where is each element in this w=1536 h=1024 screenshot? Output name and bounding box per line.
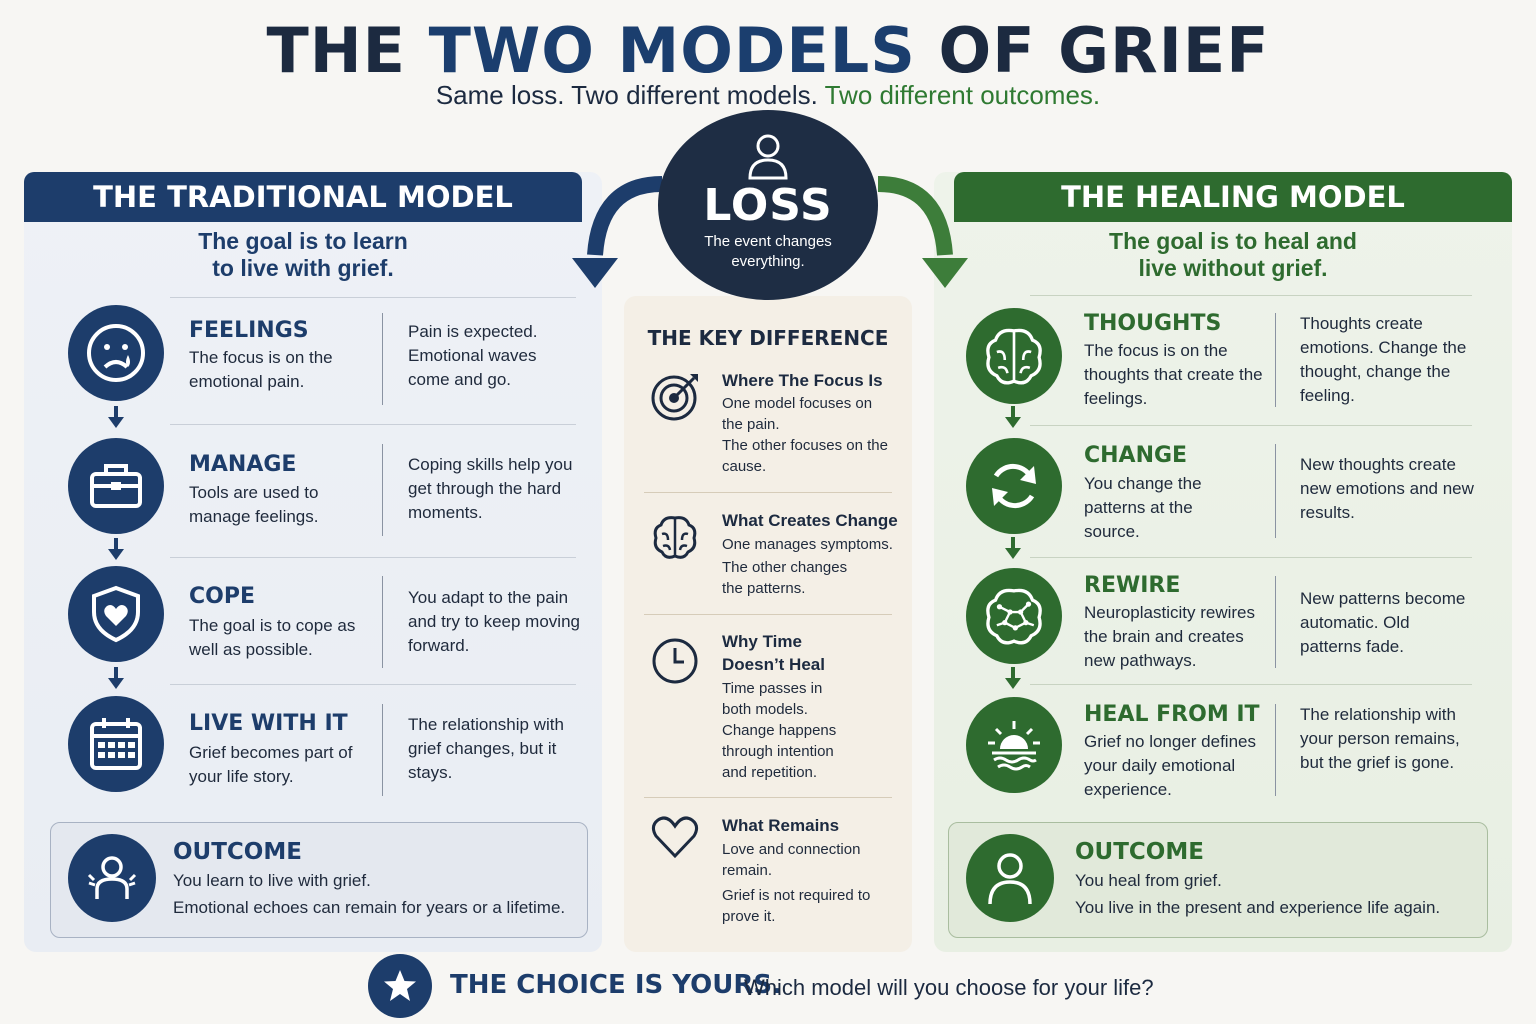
loss-title: LOSS [703, 180, 833, 231]
person-icon [966, 834, 1054, 922]
target-icon [651, 374, 698, 421]
key-difference-text: Time passes in both models. [722, 680, 823, 718]
heart-icon [651, 816, 699, 859]
outcome-line2: You live in the present and experience l… [1075, 898, 1441, 917]
step-side-text: The relationship with grief changes, but… [408, 715, 564, 782]
traditional-goal: The goal is to learn to live with grief. [198, 228, 408, 281]
step-text: You change the patterns at the source. [1084, 474, 1202, 541]
healing-goal: The goal is to heal and live without gri… [1109, 228, 1357, 281]
step-title: THOUGHTS [1084, 311, 1222, 336]
outcome-line1: You heal from grief. [1075, 871, 1222, 890]
down-arrow-icon [108, 406, 124, 428]
key-difference-text: One model focuses on the pain. [722, 395, 873, 433]
step-side-text: The relationship with your person remain… [1300, 705, 1460, 772]
step-title: LIVE WITH IT [189, 711, 348, 736]
sunrise-icon [966, 697, 1062, 793]
key-difference-title: THE KEY DIFFERENCE [647, 326, 889, 350]
step-side-text: New patterns become automatic. Old patte… [1300, 589, 1466, 656]
distressed-person-icon [68, 834, 156, 922]
step-side-text: You adapt to the pain and try to keep mo… [408, 588, 580, 655]
down-arrow-icon [1005, 667, 1021, 689]
outcome-line1: You learn to live with grief. [173, 871, 371, 890]
page-subtitle: Same loss. Two different models. Two dif… [435, 80, 1101, 110]
arrow-right-head [922, 258, 968, 288]
healing-header: THE HEALING MODEL [954, 172, 1512, 222]
traditional-header: THE TRADITIONAL MODEL [24, 172, 582, 222]
key-difference-heading: What Creates Change [722, 511, 898, 530]
down-arrow-icon [1005, 537, 1021, 559]
step-text: Tools are used to manage feelings. [189, 483, 319, 526]
step-text: Neuroplasticity rewires the brain and cr… [1084, 603, 1255, 670]
clock-icon [652, 638, 698, 684]
step-text: The goal is to cope as well as possible. [189, 616, 356, 659]
branch-arrows [572, 176, 968, 288]
key-difference-text: Change happens through intention and rep… [722, 722, 837, 781]
down-arrow-icon [1005, 406, 1021, 428]
down-arrow-icon [108, 538, 124, 560]
key-difference-text: One manages symptoms. [722, 536, 893, 553]
down-arrow-icon [108, 667, 124, 689]
key-difference-heading: What Remains [722, 816, 840, 835]
step-side-text: New thoughts create new emotions and new… [1300, 455, 1474, 522]
step-text: The focus is on the emotional pain. [189, 348, 333, 391]
step-side-text: Pain is expected. Emotional waves come a… [408, 322, 538, 389]
key-difference-heading: Where The Focus Is [722, 371, 883, 390]
neural-brain-icon [966, 568, 1062, 664]
loss-subtitle: The event changes everything. [704, 233, 832, 270]
brain-icon [966, 308, 1062, 404]
outcome-title: OUTCOME [1075, 839, 1204, 865]
loss-circle: LOSS The event changes everything. [658, 110, 878, 300]
step-title: REWIRE [1084, 573, 1181, 598]
shield-heart-icon [68, 566, 164, 662]
outcome-line2: Emotional echoes can remain for years or… [173, 898, 566, 917]
step-title: MANAGE [189, 452, 297, 477]
step-title: HEAL FROM IT [1084, 702, 1260, 727]
outcome-title: OUTCOME [173, 839, 302, 865]
brain-icon [653, 516, 697, 559]
key-difference-panel [624, 296, 912, 952]
footer-question: Which model will you choose for your lif… [744, 975, 1154, 1000]
sad-face-icon [68, 305, 164, 401]
key-difference-text: The other changes the patterns. [722, 559, 848, 597]
step-text: Grief becomes part of your life story. [189, 743, 353, 786]
step-title: CHANGE [1084, 443, 1188, 468]
step-text: The focus is on the thoughts that create… [1084, 341, 1263, 408]
key-difference-text: Grief is not required to prove it. [722, 887, 871, 925]
calendar-icon [68, 696, 164, 792]
step-text: Grief no longer defines your daily emoti… [1084, 732, 1256, 799]
page-title: THE TWO MODELS OF GRIEF [266, 14, 1270, 87]
footer-heading: THE CHOICE IS YOURS. [450, 970, 783, 1000]
step-title: FEELINGS [189, 318, 309, 343]
step-side-text: Coping skills help you get through the h… [408, 455, 573, 522]
arrow-left-head [572, 258, 618, 288]
star-icon [368, 954, 432, 1018]
toolbox-icon [68, 438, 164, 534]
step-title: COPE [189, 584, 255, 609]
key-difference-heading: Why Time Doesn’t Heal [722, 632, 825, 674]
refresh-icon [966, 438, 1062, 534]
key-difference-text: Love and connection remain. [722, 841, 861, 879]
step-side-text: Thoughts create emotions. Change the tho… [1300, 314, 1467, 405]
key-difference-text: The other focuses on the cause. [722, 437, 888, 475]
person-icon [748, 134, 788, 180]
